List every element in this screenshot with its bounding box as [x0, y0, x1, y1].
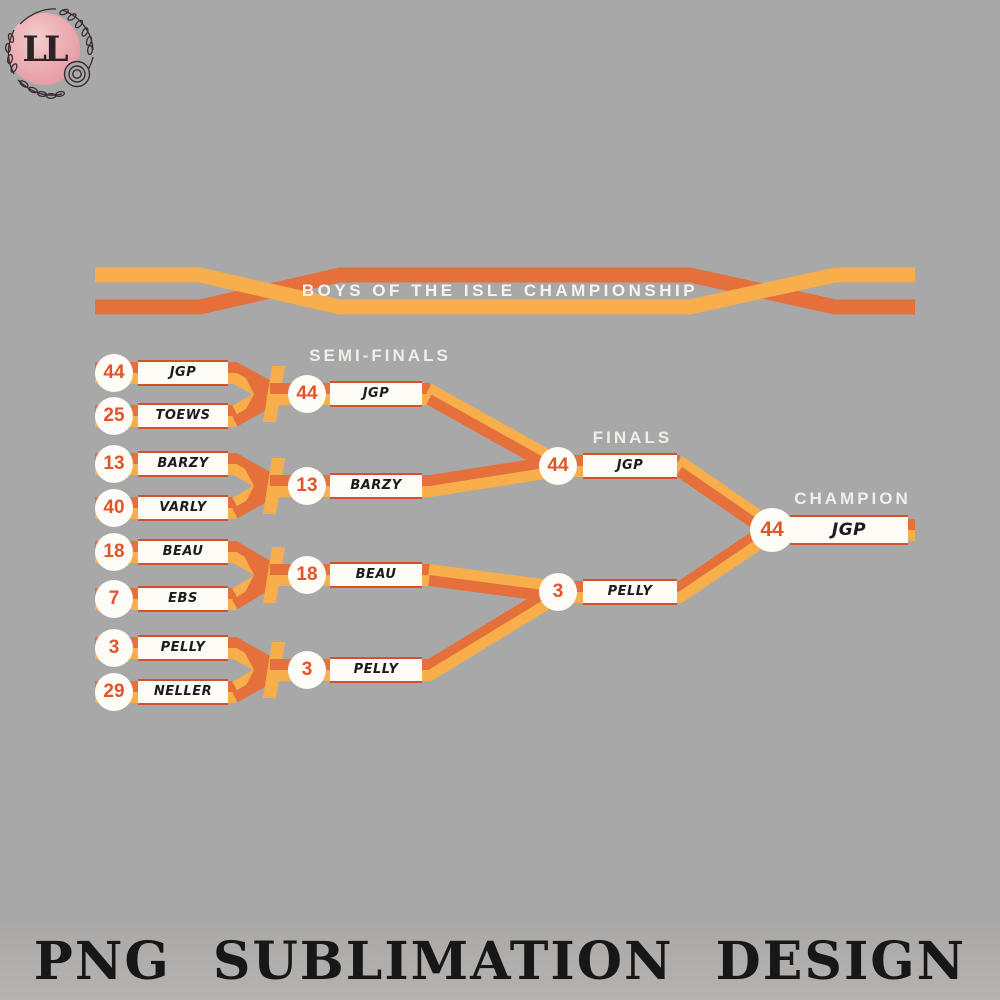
seed-badge: 44 — [539, 447, 577, 485]
player-name-box: NELLER — [138, 679, 228, 705]
seed-badge: 13 — [288, 467, 326, 505]
player-name-box: PELLY — [138, 635, 228, 661]
banner-ribbon-yellow — [95, 267, 915, 315]
player-name-box: BEAU — [330, 562, 422, 588]
champion-name-box: JGP — [790, 515, 908, 545]
label-semifinals: SEMI-FINALS — [309, 346, 451, 365]
player-name-box: JGP — [583, 453, 677, 479]
ll-monogram-logo: LL — [5, 8, 94, 99]
player-name-box: JGP — [138, 360, 228, 386]
player-name-box: EBS — [138, 586, 228, 612]
player-name-box: TOEWS — [138, 403, 228, 429]
seed-badge: 29 — [95, 673, 133, 711]
seed-badge: 18 — [288, 556, 326, 594]
banner-title: BOYS OF THE ISLE CHAMPIONSHIP — [301, 281, 699, 300]
seed-badge: 3 — [288, 651, 326, 689]
player-name-box: PELLY — [583, 579, 677, 605]
label-finals: FINALS — [592, 428, 673, 447]
seed-badge: 3 — [95, 629, 133, 667]
footer-strip: PNG SUBLIMATION DESIGN — [0, 922, 1000, 1000]
player-name-box: VARLY — [138, 495, 228, 521]
label-champion: CHAMPION — [794, 489, 911, 508]
seed-badge: 13 — [95, 445, 133, 483]
seed-badge: 44 — [288, 375, 326, 413]
seed-badge: 25 — [95, 397, 133, 435]
logo-monogram-text: LL — [22, 29, 68, 70]
player-name-box: BARZY — [138, 451, 228, 477]
champion-seed-badge: 44 — [750, 508, 794, 552]
seed-badge: 7 — [95, 580, 133, 618]
logo-watercolor-blob — [8, 13, 80, 85]
seed-badge: 3 — [539, 573, 577, 611]
seed-badge: 40 — [95, 489, 133, 527]
player-name-box: PELLY — [330, 657, 422, 683]
player-name-box: JGP — [330, 381, 422, 407]
player-name-box: BARZY — [330, 473, 422, 499]
player-name-box: BEAU — [138, 539, 228, 565]
footer-text: PNG SUBLIMATION DESIGN — [33, 930, 967, 992]
seed-badge: 44 — [95, 354, 133, 392]
seed-badge: 18 — [95, 533, 133, 571]
rose-icon — [63, 60, 91, 88]
banner-ribbon-orange — [95, 267, 915, 315]
